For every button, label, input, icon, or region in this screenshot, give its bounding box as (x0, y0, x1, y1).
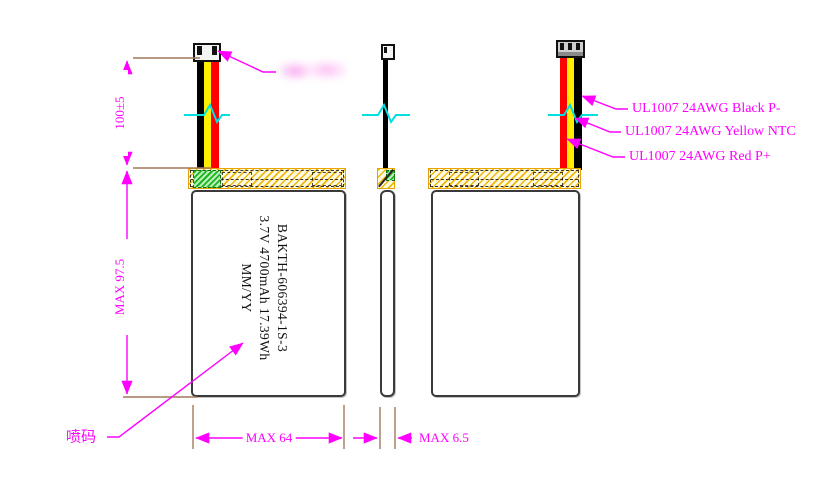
side-body (380, 190, 395, 397)
tape-dashed-midline (431, 178, 578, 180)
hidden-tab (312, 172, 342, 186)
front-green-tab (193, 170, 221, 188)
back-wire-yellow (567, 56, 574, 170)
connector-slot (212, 46, 217, 55)
label-wire-yellow: UL1007 24AWG Yellow NTC (625, 124, 796, 139)
hidden-tab (533, 172, 563, 186)
dim-body-thickness: MAX 6.5 (419, 430, 469, 445)
battery-print-label: BAKTH-606394-1S-3 3.7V 4700mAh 17.39Wh M… (235, 208, 291, 368)
label-spec: 3.7V 4700mAh 17.39Wh (257, 215, 272, 361)
side-connector (381, 44, 395, 60)
front-wire-black (197, 58, 204, 170)
back-connector (556, 40, 585, 58)
hidden-tab (222, 172, 252, 186)
break-lines (184, 102, 598, 125)
connector-slot (568, 43, 572, 50)
front-tape (188, 168, 346, 189)
connector-slot (384, 47, 387, 53)
redacted-label-blur (277, 58, 347, 85)
side-wire-black (383, 58, 388, 170)
connector-slot (197, 46, 202, 55)
back-body (431, 190, 580, 397)
dim-body-height: MAX 97.5 (112, 239, 128, 335)
tape-dashed-midline (191, 178, 343, 180)
back-wire-red (560, 56, 567, 170)
front-wire-yellow (204, 58, 211, 170)
front-connector (193, 43, 221, 62)
dim-body-width: MAX 64 (242, 430, 296, 446)
hidden-tab (449, 172, 479, 186)
label-date-code: MM/YY (239, 263, 254, 313)
connector-slot (560, 43, 564, 50)
side-tape (377, 168, 395, 189)
front-wire-red (211, 58, 219, 170)
tape-dashed-outline (190, 170, 344, 187)
tape-dashed-outline (430, 170, 579, 187)
connector-slot (576, 43, 580, 50)
dim-wire-length: 100±5 (112, 70, 128, 156)
label-wire-red: UL1007 24AWG Red P+ (629, 149, 771, 164)
back-wire-black (574, 56, 582, 170)
label-model: BAKTH-606394-1S-3 (275, 223, 290, 353)
label-inkjet-code: 喷码 (66, 429, 97, 446)
connector-crimp (558, 52, 583, 56)
back-tape (428, 168, 581, 189)
label-wire-black: UL1007 24AWG Black P- (632, 101, 781, 116)
